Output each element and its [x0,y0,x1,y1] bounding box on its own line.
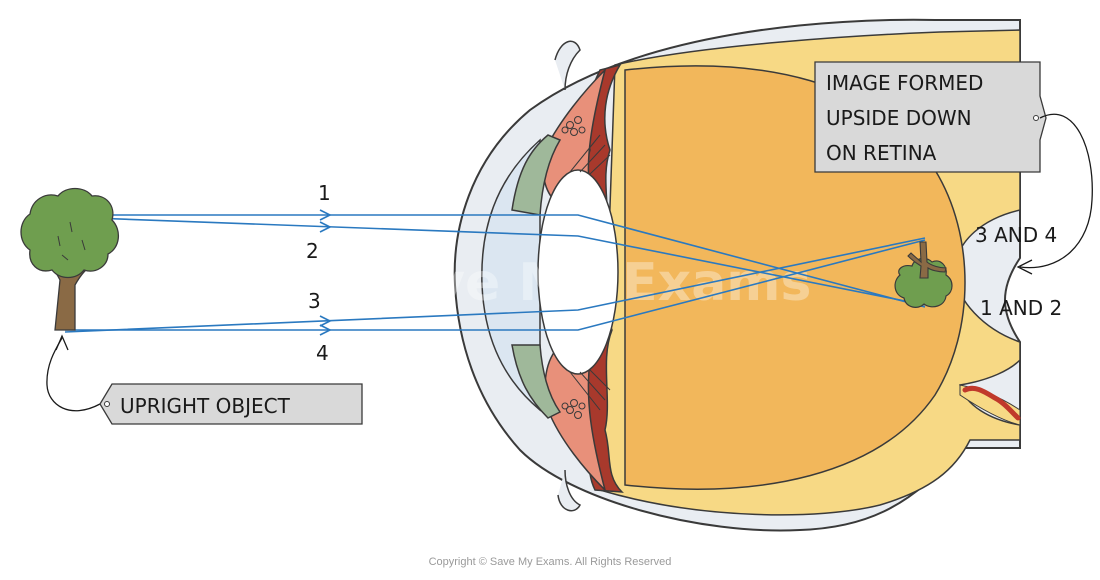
image-pointer-arrowhead [1016,259,1033,275]
copyright-notice: Copyright © Save My Exams. All Rights Re… [428,556,672,568]
ray-number-2: 2 [306,239,319,263]
upright-object-tag: UPRIGHT OBJECT [46,334,363,425]
ray-arrowheads [319,209,332,336]
ray-2 [64,216,926,306]
image-tree-trunk [907,241,947,279]
optic-blood-vessel [962,385,1021,421]
watermark: Save My Exams [359,253,812,313]
inverted-tree-image [894,241,953,308]
image-pointer-line [1019,113,1093,269]
suspensory-ligaments [569,134,611,411]
object-pointer-line [46,337,101,412]
retina-label-3-and-4: 3 AND 4 [975,223,1057,247]
ray-4 [65,239,926,331]
ciliary-processes [561,116,586,419]
ray-number-4: 4 [316,341,329,365]
image-tag-line-1: IMAGE FORMED [826,71,983,95]
iris-bottom [511,344,562,419]
object-tag-label: UPRIGHT OBJECT [120,394,291,418]
ray-number-3: 3 [308,289,321,313]
ciliary-body-top [542,67,607,206]
lower-eyelid-fold [557,469,582,512]
image-tag-shape [814,61,1047,173]
ray-1 [65,214,926,308]
image-formed-tag: IMAGE FORMED UPSIDE DOWN ON RETINA [814,61,1093,275]
ray-3 [64,237,926,333]
iris-top [511,134,562,216]
retina-label-1-and-2: 1 AND 2 [980,296,1062,320]
upright-tree-object [20,187,119,331]
object-pointer-arrowhead [55,334,69,351]
light-rays [64,214,926,333]
image-tag-line-3: ON RETINA [826,141,937,165]
object-tag-shape [99,383,363,425]
upper-eyelid-fold [554,40,581,91]
ray-number-1: 1 [318,181,331,205]
tree-leaves [20,187,119,279]
image-tag-line-2: UPSIDE DOWN [826,106,972,130]
